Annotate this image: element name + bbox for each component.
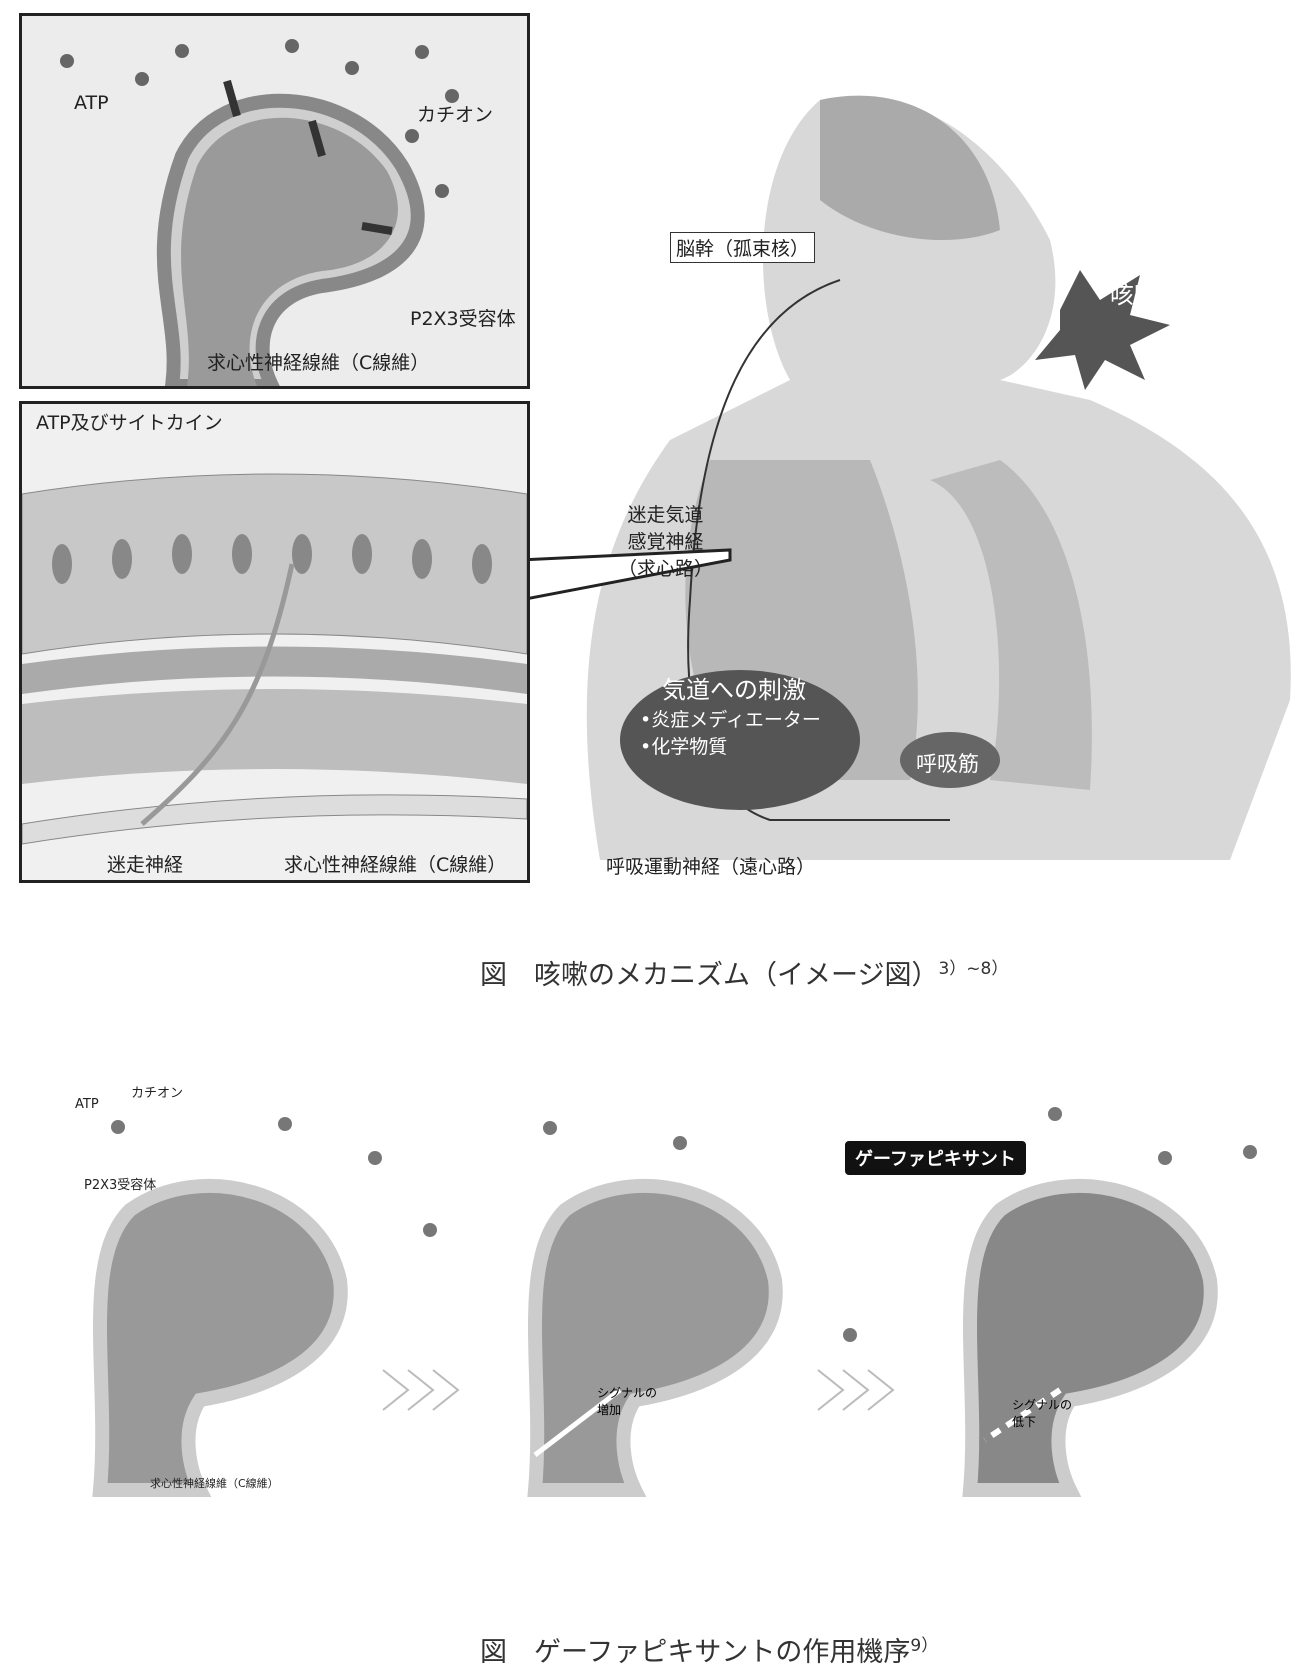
caption-ref: 9） — [910, 1636, 939, 1656]
caption-ref: 3）~8） — [938, 959, 1009, 979]
cation-label-2: カチオン — [131, 1086, 184, 1101]
fiber-label-2: 求心性神経線維（C線維） — [150, 1477, 279, 1490]
fiber-label: 求心性神経線維（C線維） — [207, 352, 430, 374]
fiber-label-bottom: 求心性神経線維（C線維） — [284, 854, 507, 876]
cough-body-illustration: 脳幹（孤束核） 咳嗽 迷走気道 感覚神経 （求心路） 気道への刺激 •炎症メディ… — [530, 80, 1299, 890]
vagus-label: 迷走神経 — [107, 854, 184, 876]
signal-decrease-label: シグナルの 低下 — [1012, 1396, 1072, 1430]
signal-line-2: 増加 — [597, 1403, 622, 1417]
signal-line-1: シグナルの — [1012, 1398, 1073, 1412]
signal-line-2: 低下 — [1012, 1415, 1037, 1429]
panel-before — [92, 1178, 348, 1497]
resp-muscle-label: 呼吸筋 — [916, 752, 979, 776]
atp-cytokine-label: ATP及びサイトカイン — [36, 412, 223, 434]
atp-label-2: ATP — [75, 1097, 99, 1112]
inset-airway-panel: ATP及びサイトカイン 迷走神経 求心性神経線維（C線維） — [19, 401, 530, 883]
drug-label: ゲーファピキサント — [845, 1141, 1026, 1175]
motor-nerve-label: 呼吸運動神経（遠心路） — [606, 856, 816, 878]
receptor-label-2: P2X3受容体 — [84, 1178, 157, 1193]
stimulus-item: •炎症メディエーター — [640, 709, 821, 731]
brainstem-label: 脳幹（孤束核） — [670, 232, 816, 263]
cation-label: カチオン — [417, 104, 494, 126]
figure2-caption: 図 ゲーファピキサントの作用機序9） — [480, 1630, 938, 1669]
cough-label: 咳嗽 — [1110, 281, 1158, 309]
figure1-caption: 図 咳嗽のメカニズム（イメージ図）3）~8） — [480, 953, 1008, 992]
nerve-ending-illustration — [60, 39, 459, 386]
signal-line-1: シグナルの — [597, 1386, 658, 1400]
vagal-line-3: （求心路） — [618, 558, 714, 580]
stimulus-box: 気道への刺激 •炎症メディエーター •化学物質 — [640, 670, 821, 759]
panel-signal-down — [962, 1178, 1218, 1497]
vagal-line-2: 感覚神経 — [627, 531, 704, 553]
vagal-sensory-label: 迷走気道 感覚神経 （求心路） — [618, 500, 713, 581]
vagal-line-1: 迷走気道 — [627, 504, 704, 526]
caption-text: 図 咳嗽のメカニズム（イメージ図） — [480, 960, 939, 991]
inset-receptor-panel: ATP カチオン P2X3受容体 求心性神経線維（C線維） — [19, 13, 530, 389]
airway-epithelium-illustration — [22, 473, 527, 845]
atp-label: ATP — [74, 92, 109, 114]
stimulus-item: •化学物質 — [640, 736, 728, 758]
receptor-label: P2X3受容体 — [410, 308, 516, 330]
signal-increase-label: シグナルの 増加 — [597, 1384, 657, 1418]
caption-text: 図 ゲーファピキサントの作用機序 — [480, 1637, 911, 1668]
panel-signal-up — [527, 1178, 783, 1497]
stimulus-title: 気道への刺激 — [662, 676, 806, 704]
